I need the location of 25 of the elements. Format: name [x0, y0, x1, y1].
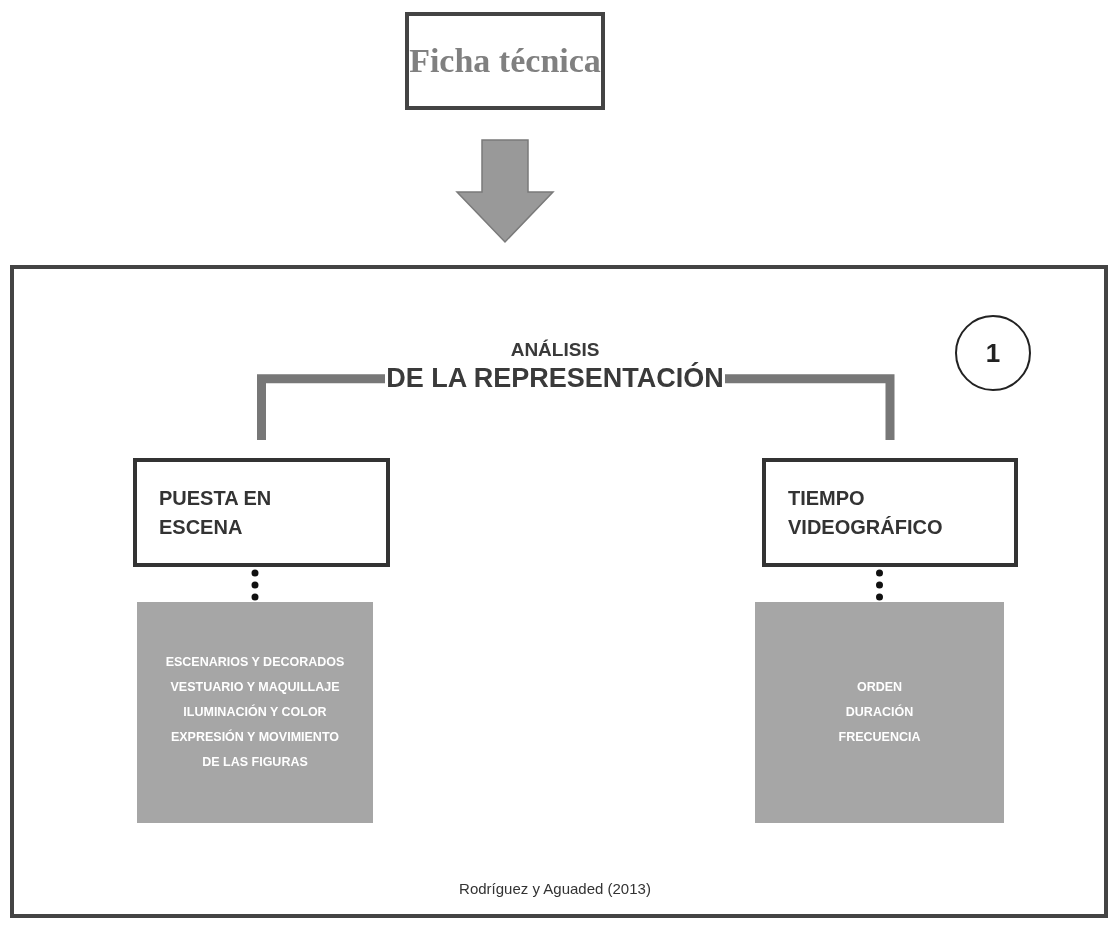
source-citation: Rodríguez y Aguaded (2013): [458, 880, 652, 897]
bracket-line: [725, 374, 895, 440]
detail-panel: [755, 602, 1004, 823]
detail-panel: [137, 602, 373, 823]
block-arrow: [455, 139, 555, 244]
title-box: [405, 12, 605, 110]
category-box: [133, 458, 390, 567]
bracket-line: [257, 374, 385, 440]
category-box: [762, 458, 1018, 567]
category-label: PUESTA EN ESCENA: [159, 485, 273, 540]
heading-large-text: DE LA REPRESENTACIÓN: [386, 362, 724, 394]
title-text: Ficha técnica: [409, 42, 601, 80]
list-item-text: EXPRESIÓN Y MOVIMIENTO DE LAS FIGURAS: [169, 728, 341, 771]
category-label: TIEMPO VIDEOGRÁFICO: [788, 485, 944, 540]
list-item-text: ORDEN: [856, 679, 903, 696]
list-item-text: FRECUENCIA: [838, 729, 921, 746]
dotted-connector: [251, 569, 259, 602]
list-item-text: ILUMINACIÓN Y COLOR: [183, 703, 327, 721]
frame-box: [10, 265, 1108, 918]
list-item-text: ESCENARIOS Y DECORADOS: [165, 654, 345, 671]
list-item-text: DURACIÓN: [845, 703, 914, 721]
number-text: 1: [985, 337, 1001, 369]
heading-small-text: ANÁLISIS: [510, 338, 600, 362]
dotted-connector: [876, 569, 883, 602]
list-item-text: VESTUARIO Y MAQUILLAJE: [170, 679, 340, 696]
